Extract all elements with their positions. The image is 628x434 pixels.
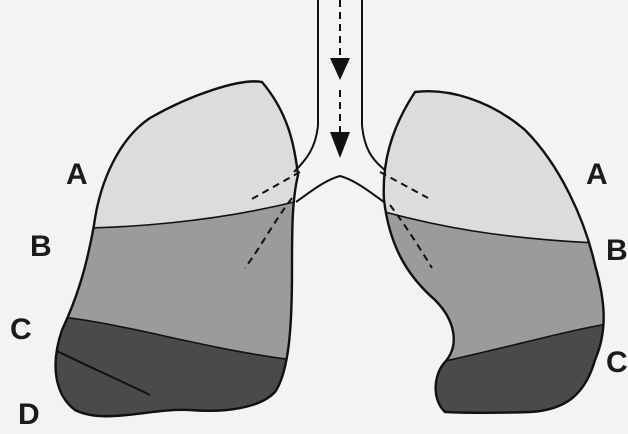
- left-zone-c-label: C: [10, 315, 32, 345]
- right-lung: [370, 80, 620, 434]
- airflow-arrow-icon: [330, 0, 350, 158]
- left-zone-d-label: D: [18, 400, 40, 430]
- left-zone-b-label: B: [30, 232, 52, 262]
- trachea-right-wall: [362, 0, 385, 170]
- right-zone-a-label: A: [586, 160, 608, 190]
- left-zone-a-label: A: [66, 160, 88, 190]
- left-lung: [40, 60, 310, 434]
- trachea-left-wall: [294, 0, 318, 172]
- right-zone-c-label: C: [606, 348, 628, 378]
- carina: [296, 176, 384, 202]
- right-zone-b-label: B: [606, 236, 628, 266]
